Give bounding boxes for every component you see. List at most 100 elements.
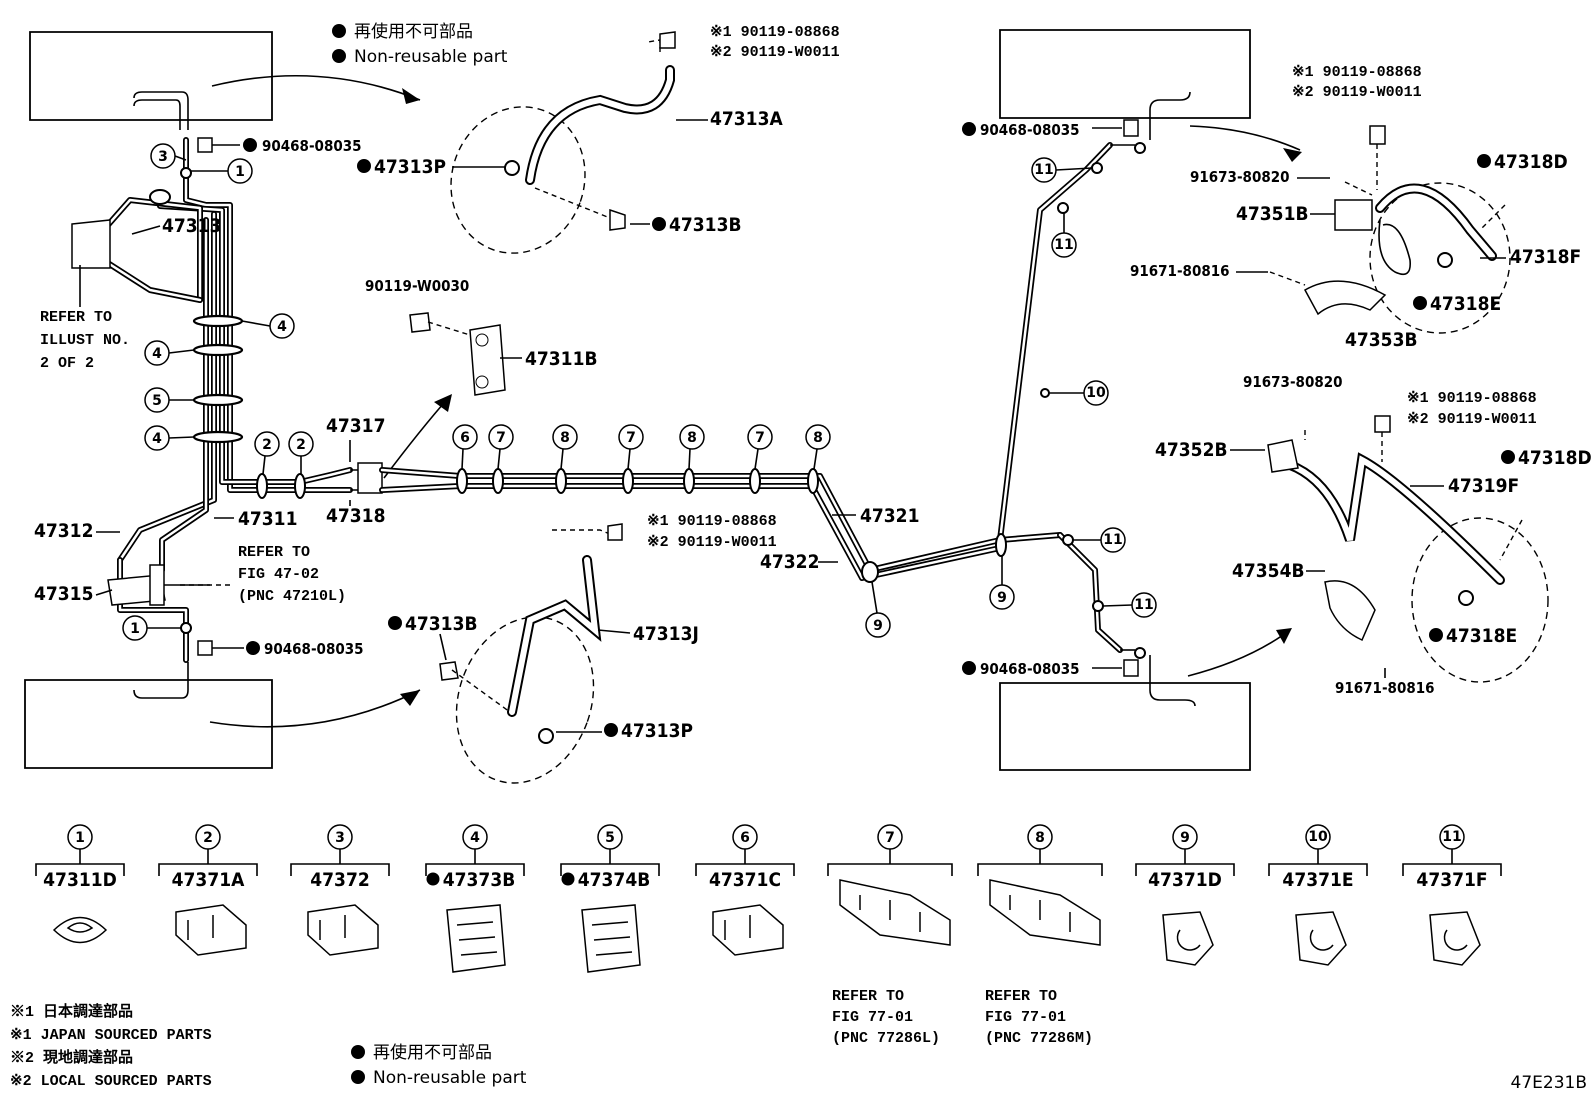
- refer-illust-1: REFER TO: [40, 309, 112, 326]
- clamp-illustration: [839, 879, 951, 946]
- svg-text:1: 1: [130, 621, 140, 637]
- legend-bottom-en: Non-reusable part: [373, 1068, 527, 1088]
- clamp-parts-row: 147311D247371A347372447373B547374B647371…: [35, 824, 1502, 973]
- label-91673-b: 91673-80820: [1243, 373, 1343, 391]
- flow-arrows: [209, 74, 1302, 728]
- label-47322: 47322: [760, 551, 819, 573]
- svg-text:11: 11: [1103, 532, 1122, 548]
- bracket-47311b: [409, 312, 506, 396]
- left-pipe-bundle: [71, 137, 383, 663]
- non-reusable-dot: [561, 872, 575, 886]
- callout-5: 5: [144, 387, 170, 413]
- clamp-part-11: 11 47371F: [1402, 824, 1502, 966]
- clamp-callout-number: 1: [75, 830, 85, 846]
- clamp-bracket: [425, 849, 525, 876]
- refer-illust-3: 2 OF 2: [40, 355, 94, 372]
- refer-fig-1: REFER TO: [238, 544, 310, 561]
- inset-front-left-caliper: [450, 31, 676, 254]
- label-47318F: 47318F: [1510, 246, 1581, 268]
- refer-fig-77-notes: REFER TO FIG 77-01 (PNC 77286L) REFER TO…: [832, 988, 1093, 1047]
- label-47318E-b: 47318E: [1446, 625, 1517, 647]
- callout-7a: 7: [488, 424, 514, 450]
- legend-bottom: 再使用不可部品 Non-reusable part: [351, 1042, 527, 1088]
- svg-text:9: 9: [997, 590, 1007, 606]
- clamp-illustration: [1162, 911, 1214, 966]
- callout-8b: 8: [679, 424, 705, 450]
- label-47313A: 47313A: [710, 108, 783, 130]
- vehicle-outline-front-left: [29, 31, 273, 130]
- svg-text:4: 4: [277, 319, 287, 335]
- label-47312: 47312: [34, 520, 93, 542]
- vehicle-outline-front-right: [999, 29, 1251, 140]
- svg-text:4: 4: [152, 431, 162, 447]
- svg-text:10: 10: [1086, 385, 1106, 401]
- non-reusable-dot: [426, 872, 440, 886]
- callout-10: 10: [1083, 380, 1109, 406]
- legend-top-jp: 再使用不可部品: [354, 21, 473, 42]
- refer-illust-2: ILLUST NO.: [40, 332, 130, 349]
- label-90468-b: 90468-08035: [264, 640, 364, 658]
- clamp-illustration: [1429, 911, 1481, 966]
- clamp-part-number: 47374B: [578, 869, 651, 891]
- inset-rear-left-caliper: [439, 523, 623, 784]
- svg-text:11: 11: [1054, 237, 1073, 253]
- callout-4a: 4: [269, 313, 295, 339]
- callout-2a: 2: [254, 431, 280, 457]
- label-90468-c: 90468-08035: [980, 121, 1080, 139]
- clamp-illustration: [175, 904, 247, 956]
- bolt-label-rt-1: ※1 90119-08868: [1292, 64, 1422, 81]
- svg-text:9: 9: [873, 618, 883, 634]
- clamp-bracket: [695, 849, 795, 876]
- callout-9b: 9: [989, 584, 1015, 610]
- label-90468-d: 90468-08035: [980, 660, 1080, 678]
- clamp-bracket: [560, 849, 660, 876]
- clamp-part-number: 47371F: [1416, 869, 1487, 891]
- clamp-illustration: [52, 916, 108, 944]
- legend-bottom-jp: 再使用不可部品: [373, 1042, 492, 1063]
- svg-text:8: 8: [687, 430, 697, 446]
- svg-text:2: 2: [296, 437, 306, 453]
- callout-2b: 2: [288, 431, 314, 457]
- clamp-illustration: [581, 904, 641, 973]
- vehicle-outline-rear-left: [24, 662, 273, 769]
- svg-text:4: 4: [152, 346, 162, 362]
- clamp-bracket: [1268, 849, 1368, 876]
- sourcing-notes: ※1 日本調達部品 ※1 JAPAN SOURCED PARTS ※2 現地調達…: [10, 1002, 212, 1090]
- clamp-callout-number: 9: [1180, 830, 1190, 846]
- clamp-callout-number: 10: [1308, 829, 1328, 845]
- bolt-label-rt-2: ※2 90119-W0011: [1292, 84, 1422, 101]
- label-90468-a: 90468-08035: [262, 137, 362, 155]
- labels-top: ※1 90119-08868 ※2 90119-W0011 47313A 473…: [34, 24, 1139, 742]
- svg-text:6: 6: [460, 430, 470, 446]
- clamp-bracket: [1402, 849, 1502, 876]
- note-1-en: ※1 JAPAN SOURCED PARTS: [10, 1027, 212, 1044]
- clamp-bracket: [290, 849, 390, 876]
- label-90119-w0030: 90119-W0030: [365, 277, 469, 295]
- note-2-jp: ※2 現地調達部品: [10, 1048, 133, 1067]
- clamp-bracket: [1135, 849, 1235, 876]
- clamp-part-number: 47373B: [443, 869, 516, 891]
- clamp-callout-number: 3: [335, 830, 345, 846]
- label-47318E-a: 47318E: [1430, 293, 1501, 315]
- label-91673-a: 91673-80820: [1190, 168, 1290, 186]
- label-47317: 47317: [326, 415, 385, 437]
- svg-text:7: 7: [496, 430, 506, 446]
- clamp-bracket: [827, 849, 953, 876]
- label-47311: 47311: [238, 508, 297, 530]
- bolt-label-mid-1: ※1 90119-08868: [647, 513, 777, 530]
- clamp-bracket: [158, 849, 258, 876]
- callout-11d: 11: [1131, 592, 1157, 618]
- note-1-jp: ※1 日本調達部品: [10, 1002, 133, 1021]
- clamp-callout-number: 11: [1442, 829, 1461, 845]
- label-47354B: 47354B: [1232, 560, 1305, 582]
- labels-right: ※1 90119-08868 ※2 90119-W0011 91673-8082…: [1130, 64, 1592, 697]
- svg-text:2: 2: [262, 437, 272, 453]
- clamp-part-number: 47371C: [709, 869, 781, 891]
